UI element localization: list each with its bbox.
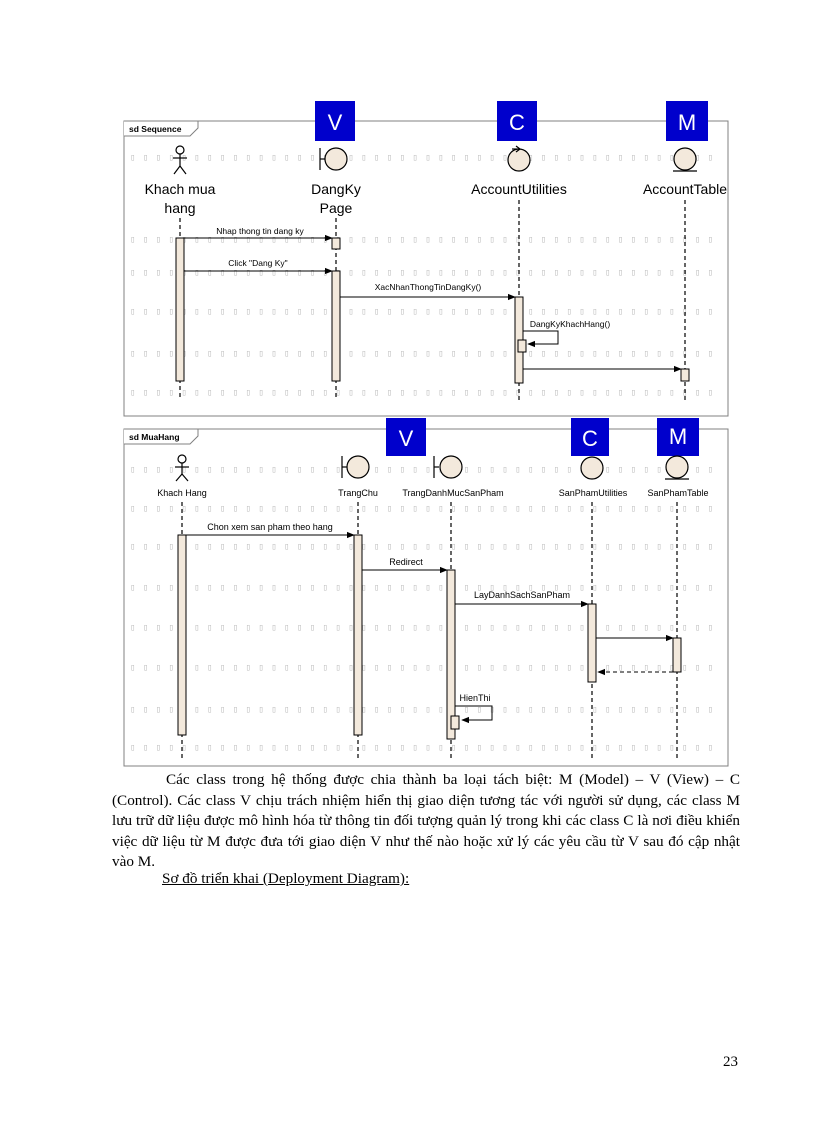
- participant-label: TrangChu: [338, 488, 378, 498]
- boundary-icon: [433, 455, 463, 479]
- self-message-arrow: [523, 330, 559, 348]
- svg-text:V: V: [328, 110, 343, 135]
- svg-text:▯ ▯ ▯ ▯ ▯ ▯ ▯ ▯ ▯ ▯ ▯ ▯ ▯ ▯ ▯: ▯ ▯ ▯ ▯ ▯ ▯ ▯ ▯ ▯ ▯ ▯ ▯ ▯ ▯ ▯ ▯ ▯ ▯ ▯ ▯ …: [130, 583, 714, 593]
- section-heading: Sơ đồ triển khai (Deployment Diagram):: [162, 870, 410, 887]
- entity-icon: [673, 147, 697, 172]
- svg-text:▯ ▯ ▯ ▯ ▯ ▯ ▯ ▯ ▯ ▯ ▯ ▯ ▯ ▯ ▯: ▯ ▯ ▯ ▯ ▯ ▯ ▯ ▯ ▯ ▯ ▯ ▯ ▯ ▯ ▯ ▯ ▯ ▯ ▯ ▯ …: [130, 388, 714, 398]
- activation-bar: [450, 715, 460, 730]
- participant-label: SanPhamUtilities: [559, 488, 628, 498]
- activation-bar: [680, 368, 690, 382]
- body-paragraph: Các class trong hệ thống được chia thành…: [112, 771, 740, 870]
- frame-title: sd MuaHang: [129, 432, 180, 442]
- actor-icon: [173, 145, 187, 175]
- svg-text:▯ ▯ ▯ ▯ ▯ ▯ ▯ ▯ ▯ ▯ ▯ ▯ ▯ ▯ ▯: ▯ ▯ ▯ ▯ ▯ ▯ ▯ ▯ ▯ ▯ ▯ ▯ ▯ ▯ ▯ ▯ ▯ ▯ ▯ ▯ …: [130, 235, 714, 245]
- background-noise: ▯ ▯ ▯ ▯ ▯ ▯ ▯ ▯ ▯ ▯ ▯ ▯ ▯ ▯ ▯ ▯ ▯ ▯ ▯ ▯ …: [130, 465, 714, 753]
- entity-icon: [665, 455, 689, 480]
- svg-text:▯ ▯ ▯ ▯ ▯ ▯ ▯ ▯ ▯ ▯ ▯ ▯ ▯ ▯ ▯: ▯ ▯ ▯ ▯ ▯ ▯ ▯ ▯ ▯ ▯ ▯ ▯ ▯ ▯ ▯ ▯ ▯ ▯ ▯ ▯ …: [130, 743, 714, 753]
- control-icon: [507, 145, 531, 172]
- activation-bar: [446, 569, 456, 740]
- activation-bar: [353, 534, 363, 736]
- boundary-icon: [319, 147, 348, 171]
- self-message-arrow: [455, 705, 493, 724]
- svg-text:▯ ▯ ▯ ▯ ▯ ▯ ▯ ▯ ▯ ▯ ▯ ▯ ▯ ▯ ▯: ▯ ▯ ▯ ▯ ▯ ▯ ▯ ▯ ▯ ▯ ▯ ▯ ▯ ▯ ▯ ▯ ▯ ▯ ▯ ▯ …: [130, 465, 714, 475]
- actor-icon: [175, 454, 189, 482]
- diagram-frame: [123, 428, 729, 767]
- tag-m: M: [657, 418, 699, 456]
- message-label: LayDanhSachSanPham: [474, 590, 570, 600]
- activation-bar: [177, 534, 187, 736]
- sequence-diagram-dang-ky: sd Sequence ▯ ▯ ▯ ▯ ▯ ▯ ▯ ▯ ▯ ▯ ▯ ▯ ▯ ▯ …: [123, 101, 729, 417]
- participant-label: DangKy: [311, 181, 361, 197]
- sequence-diagram-mua-hang: sd MuaHang ▯ ▯ ▯ ▯ ▯ ▯ ▯ ▯ ▯ ▯ ▯ ▯ ▯ ▯ ▯…: [123, 418, 729, 767]
- frame-title: sd Sequence: [129, 124, 182, 134]
- participant-label: Khach mua: [145, 181, 216, 197]
- message-label: Click "Dang Ky": [228, 258, 287, 268]
- participant-label: TrangDanhMucSanPham: [402, 488, 503, 498]
- participant-label: hang: [164, 200, 195, 216]
- tag-m: M: [666, 101, 708, 141]
- svg-text:▯ ▯ ▯ ▯ ▯ ▯ ▯ ▯ ▯ ▯ ▯ ▯ ▯ ▯ ▯: ▯ ▯ ▯ ▯ ▯ ▯ ▯ ▯ ▯ ▯ ▯ ▯ ▯ ▯ ▯ ▯ ▯ ▯ ▯ ▯ …: [130, 705, 714, 715]
- activation-bar: [331, 270, 341, 382]
- message-label: Nhap thong tin dang ky: [216, 226, 304, 236]
- svg-text:▯ ▯ ▯ ▯ ▯ ▯ ▯ ▯ ▯ ▯ ▯ ▯ ▯ ▯ ▯: ▯ ▯ ▯ ▯ ▯ ▯ ▯ ▯ ▯ ▯ ▯ ▯ ▯ ▯ ▯ ▯ ▯ ▯ ▯ ▯ …: [130, 153, 714, 163]
- svg-text:▯ ▯ ▯ ▯ ▯ ▯ ▯ ▯ ▯ ▯ ▯ ▯ ▯ ▯ ▯: ▯ ▯ ▯ ▯ ▯ ▯ ▯ ▯ ▯ ▯ ▯ ▯ ▯ ▯ ▯ ▯ ▯ ▯ ▯ ▯ …: [130, 663, 714, 673]
- svg-text:V: V: [399, 426, 414, 451]
- page-number: 23: [723, 1054, 738, 1070]
- svg-text:M: M: [678, 110, 696, 135]
- svg-text:▯ ▯ ▯ ▯ ▯ ▯ ▯ ▯ ▯ ▯ ▯ ▯ ▯ ▯ ▯: ▯ ▯ ▯ ▯ ▯ ▯ ▯ ▯ ▯ ▯ ▯ ▯ ▯ ▯ ▯ ▯ ▯ ▯ ▯ ▯ …: [130, 307, 714, 317]
- svg-text:C: C: [582, 426, 598, 451]
- activation-bar: [672, 637, 682, 673]
- message-label: XacNhanThongTinDangKy(): [375, 282, 482, 292]
- svg-text:C: C: [509, 110, 525, 135]
- activation-bar: [587, 603, 597, 683]
- message-label: Chon xem san pham theo hang: [207, 522, 333, 532]
- participant-label: Page: [320, 200, 353, 216]
- tag-v: V: [386, 418, 426, 456]
- message-label: DangKyKhachHang(): [530, 319, 610, 329]
- tag-c: C: [571, 418, 609, 456]
- svg-text:▯ ▯ ▯ ▯ ▯ ▯ ▯ ▯ ▯ ▯ ▯ ▯ ▯ ▯ ▯: ▯ ▯ ▯ ▯ ▯ ▯ ▯ ▯ ▯ ▯ ▯ ▯ ▯ ▯ ▯ ▯ ▯ ▯ ▯ ▯ …: [130, 268, 714, 278]
- message-label: Redirect: [389, 557, 423, 567]
- boundary-icon: [341, 455, 370, 479]
- participant-label: SanPhamTable: [647, 488, 708, 498]
- activation-bar: [175, 237, 185, 382]
- participant-label: AccountTable: [643, 181, 727, 197]
- svg-text:▯ ▯ ▯ ▯ ▯ ▯ ▯ ▯ ▯ ▯ ▯ ▯ ▯ ▯ ▯: ▯ ▯ ▯ ▯ ▯ ▯ ▯ ▯ ▯ ▯ ▯ ▯ ▯ ▯ ▯ ▯ ▯ ▯ ▯ ▯ …: [130, 349, 714, 359]
- participant-label: AccountUtilities: [471, 181, 567, 197]
- svg-text:▯ ▯ ▯ ▯ ▯ ▯ ▯ ▯ ▯ ▯ ▯ ▯ ▯ ▯ ▯: ▯ ▯ ▯ ▯ ▯ ▯ ▯ ▯ ▯ ▯ ▯ ▯ ▯ ▯ ▯ ▯ ▯ ▯ ▯ ▯ …: [130, 623, 714, 633]
- activation-bar: [331, 237, 341, 250]
- message-label: HienThi: [459, 693, 490, 703]
- activation-bar: [517, 339, 527, 353]
- tag-c: C: [497, 101, 537, 141]
- control-icon: [580, 456, 604, 480]
- svg-text:▯ ▯ ▯ ▯ ▯ ▯ ▯ ▯ ▯ ▯ ▯ ▯ ▯ ▯ ▯: ▯ ▯ ▯ ▯ ▯ ▯ ▯ ▯ ▯ ▯ ▯ ▯ ▯ ▯ ▯ ▯ ▯ ▯ ▯ ▯ …: [130, 542, 714, 552]
- background-noise: ▯ ▯ ▯ ▯ ▯ ▯ ▯ ▯ ▯ ▯ ▯ ▯ ▯ ▯ ▯ ▯ ▯ ▯ ▯ ▯ …: [130, 153, 714, 398]
- participant-label: Khach Hang: [157, 488, 207, 498]
- svg-text:▯ ▯ ▯ ▯ ▯ ▯ ▯ ▯ ▯ ▯ ▯ ▯ ▯ ▯ ▯: ▯ ▯ ▯ ▯ ▯ ▯ ▯ ▯ ▯ ▯ ▯ ▯ ▯ ▯ ▯ ▯ ▯ ▯ ▯ ▯ …: [130, 504, 714, 514]
- svg-text:M: M: [669, 424, 687, 449]
- tag-v: V: [315, 101, 355, 141]
- diagram-frame: [123, 120, 729, 417]
